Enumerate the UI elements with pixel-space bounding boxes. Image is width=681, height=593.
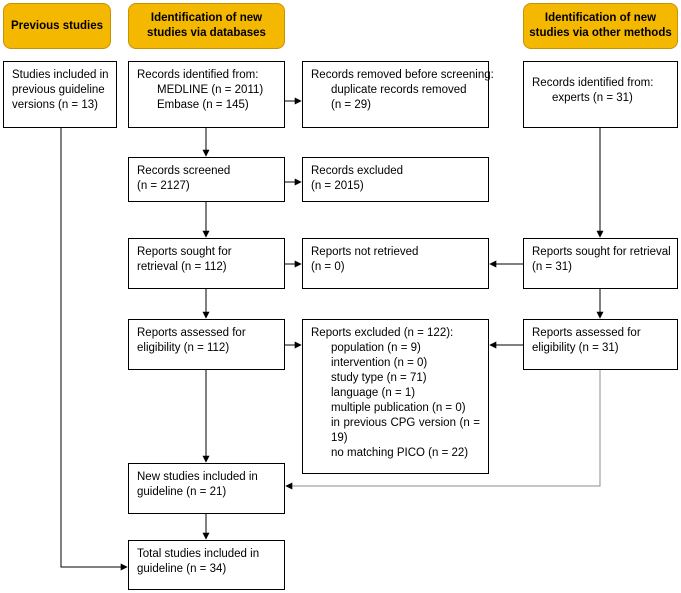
cpg-word-2: previous [343,417,387,429]
reports-excluded-item-multiple-publication: multiple publication (n = 0) [331,402,466,414]
header-databases-line-1: Identification of new [150,12,263,24]
box-records-excluded: Records excluded (n = 2015) [302,157,489,202]
reports-excluded-item-previous-cpg-tail: 19) [331,432,348,444]
previous-included-line-1: Studies included in [12,69,109,81]
header-other-line-1: Identification of new [544,12,657,24]
cpg-word-3: CPG [390,417,416,429]
header-previous-studies: Previous studies [3,3,111,49]
header-previous-studies-label: Previous studies [10,19,104,32]
box-reports-sought-other: Reports sought for retrieval (n = 31) [523,238,678,289]
excluded-line-2: (n = 2015) [311,180,364,192]
arrow-previous-to-total [60,128,128,571]
reports-excluded-item-language: language (n = 1) [331,387,416,399]
reports-excluded-item-previous-cpg: in previous CPG version (n = [311,416,480,431]
box-reports-excluded: Reports excluded (n = 122): population (… [302,319,489,474]
other-assessed-line-1: Reports assessed for [532,327,641,339]
previous-included-line-3: versions (n = 13) [12,99,98,111]
header-other-methods: Identification of new studies via other … [523,3,678,49]
db-assessed-line-1: Reports assessed for [137,327,246,339]
new-included-line-2: guideline (n = 21) [137,486,227,498]
box-reports-not-retrieved: Reports not retrieved (n = 0) [302,238,489,289]
removed-item-count: (n = 29) [331,99,371,111]
box-reports-assessed-other: Reports assessed for eligibility (n = 31… [523,319,678,370]
box-records-identified-db: Records identified from: MEDLINE (n = 20… [128,61,285,128]
other-sought-line-1: Reports sought for retrieval [532,246,671,258]
box-reports-sought-db: Reports sought for retrieval (n = 112) [128,238,285,289]
reports-excluded-item-intervention: intervention (n = 0) [331,357,428,369]
box-records-removed: Records removed before screening: duplic… [302,61,494,128]
box-records-screened: Records screened (n = 2127) [128,157,285,202]
excluded-line-1: Records excluded [311,165,404,177]
cpg-word-1: in [331,417,340,429]
box-total-studies-included: Total studies included in guideline (n =… [128,540,285,590]
cpg-word-6: = [473,417,480,429]
cpg-word-4: version [418,417,456,429]
reports-excluded-item-no-matching-pico: no matching PICO (n = 22) [331,447,469,459]
db-identified-title: Records identified from: [137,69,259,81]
previous-included-line-2: previous guideline [12,84,105,96]
db-identified-item-embase: Embase (n = 145) [157,99,249,111]
db-sought-line-2: retrieval (n = 112) [137,261,227,273]
reports-excluded-item-population: population (n = 9) [331,342,421,354]
reports-excluded-title: Reports excluded (n = 122): [311,327,454,339]
header-databases-line-2: studies via databases [147,27,266,39]
box-new-studies-included: New studies included in guideline (n = 2… [128,463,285,514]
box-reports-assessed-db: Reports assessed for eligibility (n = 11… [128,319,285,370]
other-identified-title: Records identified from: [532,77,654,89]
screened-line-1: Records screened [137,165,231,177]
other-assessed-line-2: eligibility (n = 31) [532,342,619,354]
header-databases: Identification of new studies via databa… [128,3,285,49]
reports-excluded-item-study-type: study type (n = 71) [331,372,427,384]
db-assessed-line-2: eligibility (n = 112) [137,342,230,354]
screened-line-2: (n = 2127) [137,180,190,192]
db-sought-line-1: Reports sought for [137,246,232,258]
new-included-line-1: New studies included in [137,471,258,483]
arrow-other-assessed-to-new-included [285,370,601,490]
cpg-word-5: (n [459,417,470,429]
not-retrieved-line-2: (n = 0) [311,261,345,273]
db-identified-item-medline: MEDLINE (n = 2011) [157,84,264,96]
box-records-identified-other: Records identified from: experts (n = 31… [523,61,678,128]
header-other-line-2: studies via other methods [529,27,672,39]
box-previous-included: Studies included in previous guideline v… [3,61,117,128]
not-retrieved-line-1: Reports not retrieved [311,246,419,258]
removed-item-duplicates: duplicate records removed [331,84,467,96]
total-included-line-2: guideline (n = 34) [137,563,227,575]
other-sought-line-2: (n = 31) [532,261,572,273]
total-included-line-1: Total studies included in [137,548,260,560]
other-identified-item-experts: experts (n = 31) [552,92,633,104]
